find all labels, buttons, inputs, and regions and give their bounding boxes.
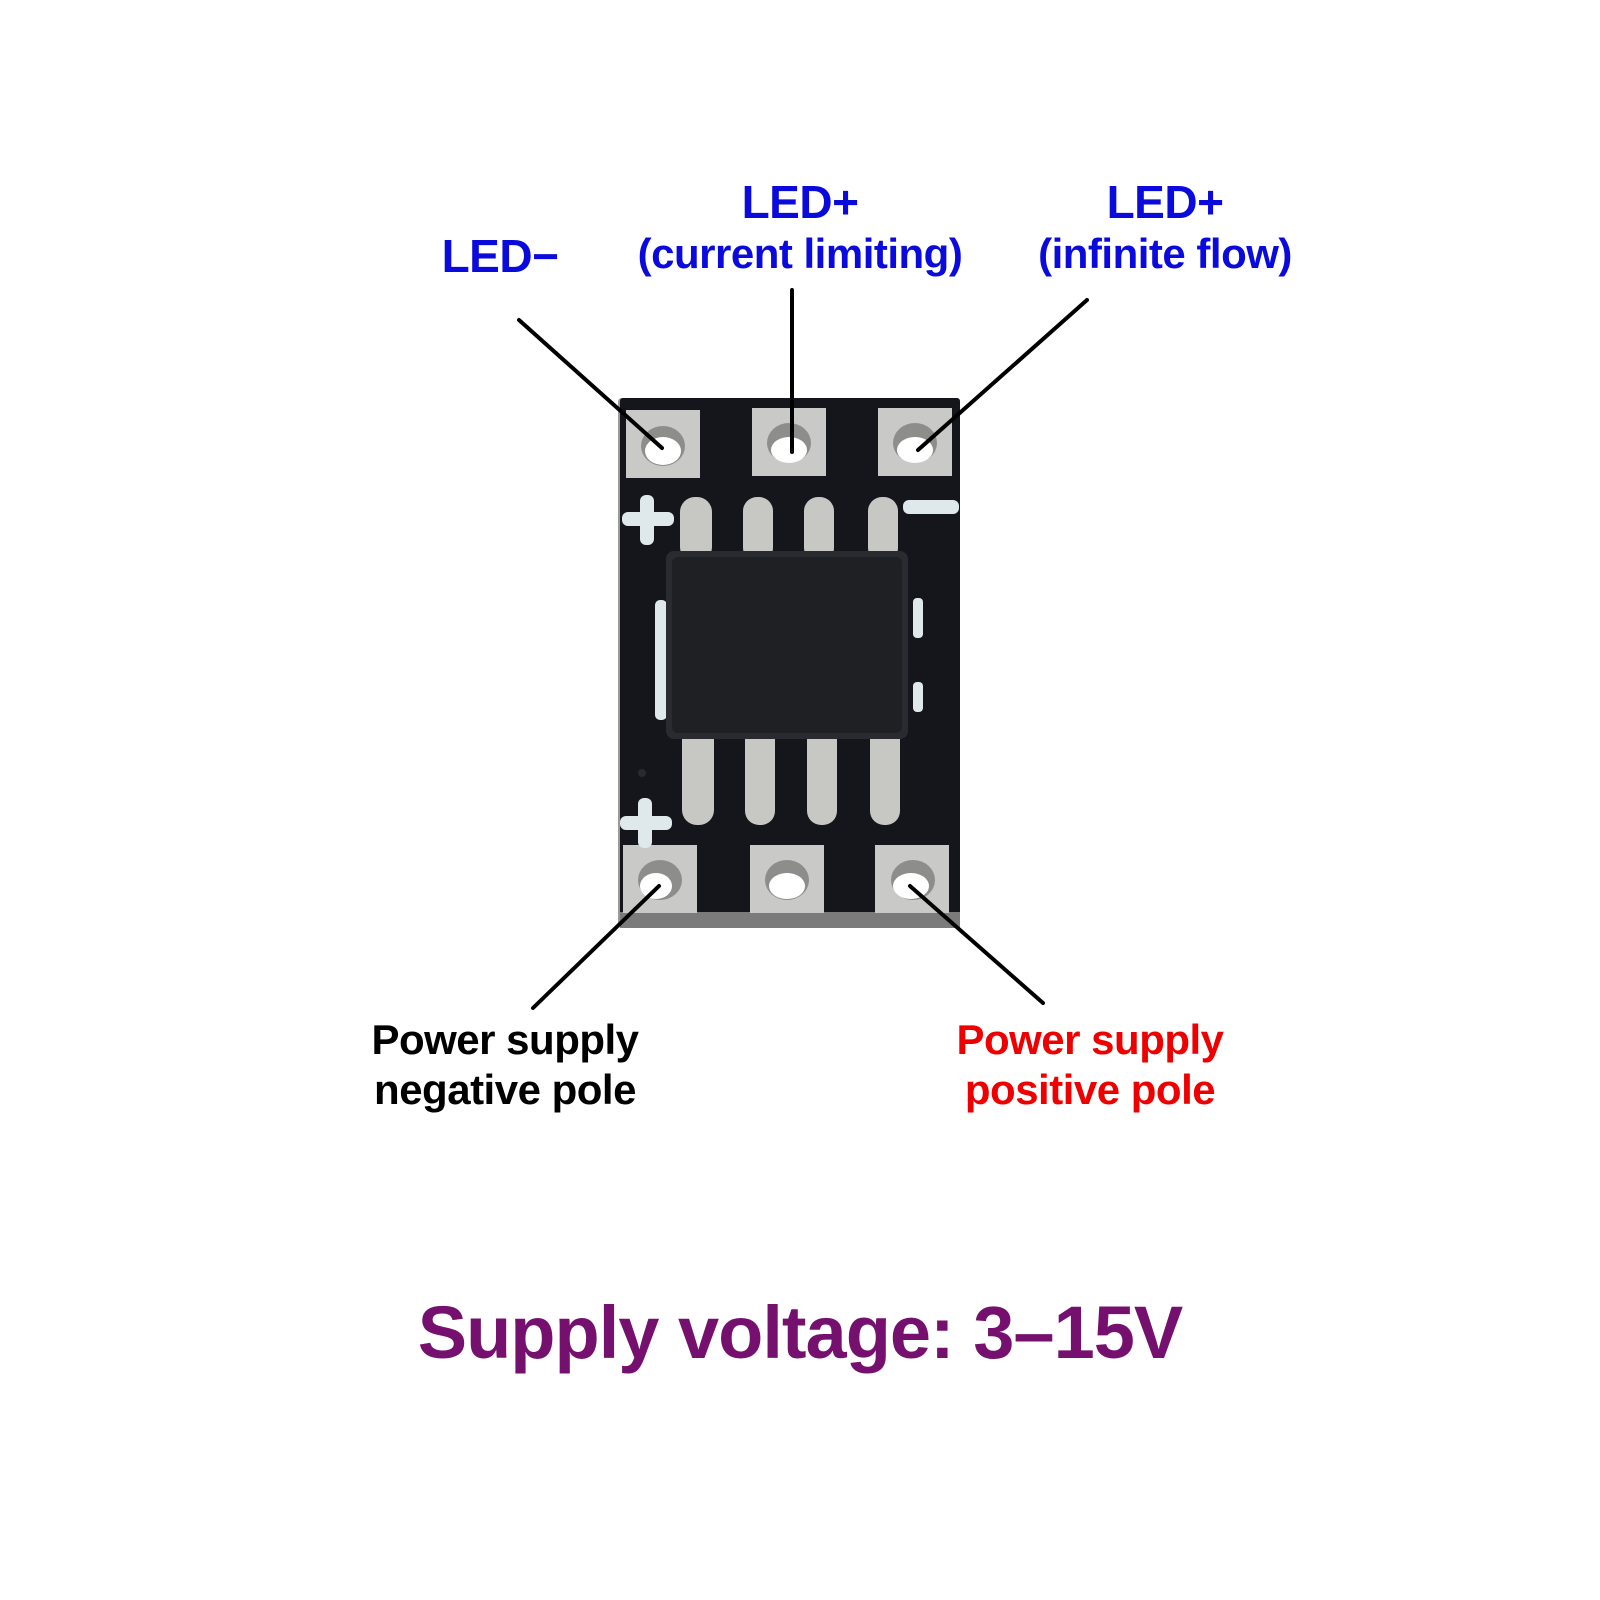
pad-led-plus-infinite-flow: [878, 408, 952, 476]
pad-led-plus-current-limiting: [752, 408, 826, 476]
label-supply-negative-line2: negative pole: [374, 1066, 636, 1113]
label-infinite-flow-text: (infinite flow): [1038, 230, 1292, 277]
label-led-minus-text: LED−: [441, 230, 559, 282]
supply-voltage-caption: Supply voltage: 3–15V: [417, 1291, 1184, 1374]
pad-unused: [750, 845, 824, 913]
label-led-plus-text: LED+: [741, 176, 859, 228]
label-led-plus-text: LED+: [1106, 176, 1224, 228]
chip-pins-top: [680, 497, 898, 562]
silkscreen-plus-bottom-icon: [620, 798, 672, 848]
pad-led-minus: [626, 410, 700, 478]
label-supply-positive: Power supply positive pole: [920, 1015, 1260, 1115]
label-current-limiting-text: (current limiting): [637, 230, 963, 277]
copper-strip-right-bottom: [913, 682, 923, 712]
label-led-plus-current-limiting: LED+ (current limiting): [610, 176, 990, 280]
pad-supply-positive: [875, 845, 949, 913]
leader-led-minus: [517, 318, 664, 450]
silkscreen-plus-top-icon: [622, 495, 674, 545]
chip-pins-bottom: [682, 725, 900, 825]
copper-strip-right-top: [913, 598, 923, 638]
label-led-minus: LED−: [410, 230, 590, 282]
label-supply-negative: Power supply negative pole: [340, 1015, 670, 1115]
leader-supply-negative: [531, 884, 661, 1010]
copper-strip-left: [655, 600, 667, 720]
label-supply-positive-line2: positive pole: [964, 1066, 1216, 1113]
leader-supply-positive: [908, 884, 1045, 1005]
label-supply-positive-line1: Power supply: [956, 1016, 1224, 1063]
via-dot: [638, 769, 646, 777]
ic-chip: [666, 551, 908, 739]
leader-led-plus-infinite: [916, 298, 1089, 452]
label-supply-negative-line1: Power supply: [371, 1016, 639, 1063]
label-led-plus-infinite-flow: LED+ (infinite flow): [1005, 176, 1325, 280]
pad-supply-negative: [623, 845, 697, 913]
silkscreen-minus-top-icon: [903, 500, 959, 514]
leader-lines: [517, 288, 1089, 1010]
